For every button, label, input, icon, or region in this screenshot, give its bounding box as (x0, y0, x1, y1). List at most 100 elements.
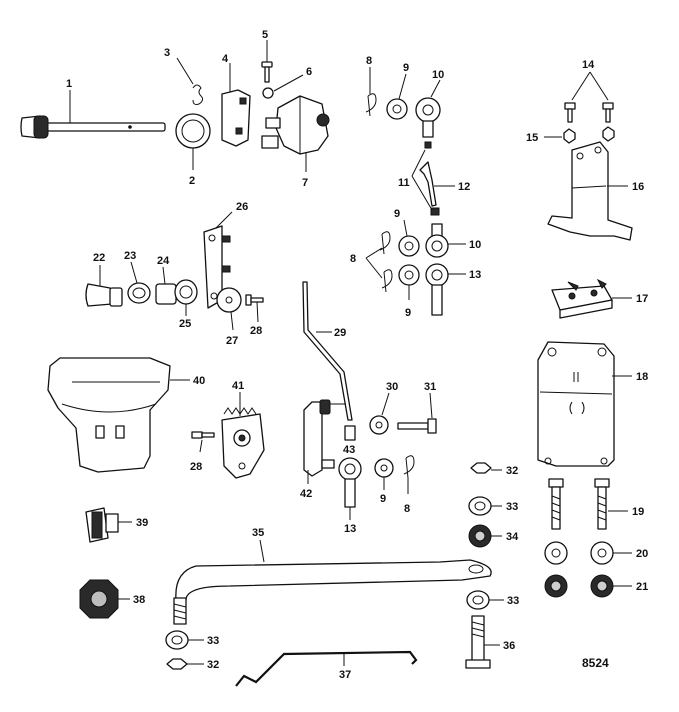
callout-34: 34 (506, 531, 519, 543)
part-9-washer-top (386, 98, 408, 120)
callout-1: 1 (66, 78, 72, 90)
part-3-clip (192, 84, 204, 105)
callout-33-left: 33 (207, 635, 219, 647)
callout-39: 39 (136, 517, 148, 529)
part-6-washer (262, 87, 274, 99)
part-34-bushing (468, 524, 492, 548)
callout-19: 19 (632, 506, 644, 518)
part-25-bushing (174, 279, 198, 305)
callout-33-right: 33 (506, 501, 518, 513)
part-39-grommet (85, 507, 119, 543)
callout-32-right: 32 (506, 465, 518, 477)
callout-9-bottom: 9 (380, 493, 386, 505)
callout-37: 37 (339, 669, 351, 681)
part-35-link-arm (173, 559, 492, 625)
part-29-bent-rod (302, 281, 353, 421)
part-16-bracket-plate (547, 141, 633, 241)
part-32-nut-right (470, 462, 492, 474)
callout-21: 21 (636, 581, 648, 593)
part-30-washer (369, 415, 389, 435)
callout-17: 17 (636, 293, 648, 305)
part-14-screws (564, 102, 614, 123)
callout-16: 16 (632, 181, 644, 193)
part-24-sleeve (155, 283, 177, 305)
callout-38: 38 (133, 594, 145, 606)
callout-24: 24 (157, 255, 170, 267)
part-8-clips-mid (379, 231, 393, 293)
callout-5: 5 (262, 29, 268, 41)
callout-42: 42 (300, 488, 312, 500)
callout-18: 18 (636, 371, 648, 383)
callout-27: 27 (226, 335, 238, 347)
part-10-rod-end-top (415, 97, 441, 138)
callout-8-mid: 8 (350, 253, 356, 265)
part-1-shift-rod (20, 115, 166, 139)
part-28-screw-upper (245, 294, 264, 306)
callout-13-mid: 13 (469, 269, 481, 281)
callout-10-mid: 10 (469, 239, 481, 251)
part-21-nuts (544, 574, 614, 598)
callout-13-lower: 13 (344, 523, 356, 535)
callout-11: 11 (398, 177, 410, 189)
part-38-lock-nut (79, 579, 119, 619)
callout-22: 22 (93, 252, 105, 264)
callout-7: 7 (302, 177, 308, 189)
part-8-clip-bottom (403, 455, 415, 479)
part-33-washer-lower-right (466, 590, 490, 610)
callout-40: 40 (193, 375, 205, 387)
part-41-lever-plate (221, 407, 265, 479)
part-18-mount-bracket (537, 341, 615, 467)
callout-9-mid: 9 (394, 208, 400, 220)
part-9-washers-mid (398, 235, 420, 286)
callout-8-top: 8 (366, 55, 372, 67)
part-5-screw (261, 61, 273, 83)
part-13-rod-end-lower (338, 457, 362, 508)
callout-15: 15 (526, 132, 538, 144)
callout-9-lower: 9 (405, 307, 411, 319)
part-32-nut-left (166, 658, 188, 670)
part-26-lever (203, 225, 231, 309)
part-20-washers (544, 541, 614, 565)
callout-3: 3 (164, 47, 170, 59)
part-2-ring (175, 113, 211, 149)
part-36-shoulder-bolt (465, 615, 491, 669)
callout-26: 26 (236, 201, 248, 213)
part-13-rod-end-mid (425, 263, 449, 316)
part-19-bolts (548, 478, 610, 530)
callout-8-bottom: 8 (404, 503, 410, 515)
callout-25: 25 (179, 318, 191, 330)
callout-6: 6 (306, 66, 312, 78)
part-40-shroud (47, 357, 171, 473)
callout-23: 23 (124, 250, 136, 262)
part-37-wire-link (235, 650, 418, 687)
callout-33-lower-right: 33 (507, 595, 519, 607)
part-43-spacer (344, 425, 356, 441)
callout-9-top: 9 (403, 62, 409, 74)
callout-31: 31 (424, 381, 436, 393)
part-27-washer (216, 287, 242, 313)
callout-41: 41 (232, 380, 244, 392)
callout-28-lower: 28 (190, 461, 202, 473)
part-12-link-rod (419, 141, 440, 216)
callout-14: 14 (582, 59, 595, 71)
callout-43: 43 (343, 444, 355, 456)
part-33-washer-right (468, 496, 492, 516)
callout-20: 20 (636, 548, 648, 560)
part-22-plug (85, 283, 123, 307)
part-15-nuts (563, 126, 615, 144)
part-31-bolt (397, 418, 437, 434)
part-17-block (551, 278, 613, 319)
callout-35: 35 (252, 527, 264, 539)
callout-12: 12 (458, 181, 470, 193)
callout-29: 29 (334, 327, 346, 339)
part-9-washer-bottom (374, 458, 394, 478)
callout-32-left: 32 (207, 659, 219, 671)
callout-28-upper: 28 (250, 325, 262, 337)
part-23-bushing (127, 282, 151, 304)
part-42-lever-arm (303, 399, 346, 477)
drawing-number: 8524 (582, 656, 609, 670)
part-33-washer-left (165, 630, 189, 650)
callout-10-top: 10 (432, 69, 444, 81)
part-28-screw-lower (191, 431, 215, 439)
